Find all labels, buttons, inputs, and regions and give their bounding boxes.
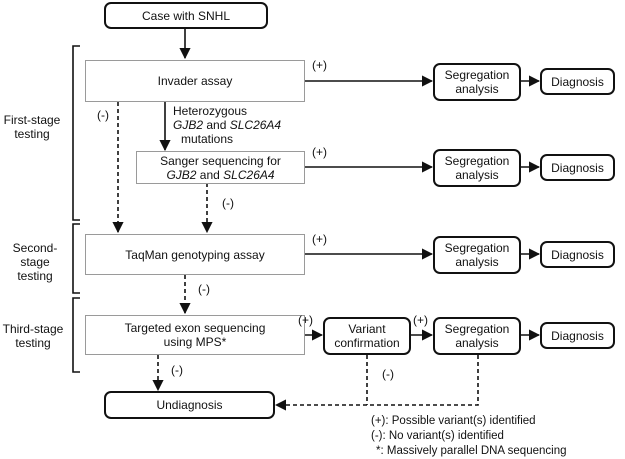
first-stage-bracket	[72, 45, 80, 221]
second-stage-bracket	[72, 223, 80, 294]
diagnosis-box-3: Diagnosis	[540, 241, 615, 268]
targeted-exon-sequencing-box: Targeted exon sequencing using MPS*	[85, 315, 305, 355]
minus-label-sanger: (-)	[222, 196, 234, 210]
case-with-snhl-box: Case with SNHL	[104, 2, 268, 29]
minus-label-targeted: (-)	[171, 363, 183, 377]
plus-label-taqman: (+)	[312, 232, 327, 246]
taqman-genotyping-box: TaqMan genotyping assay	[85, 234, 305, 275]
plus-label-targeted: (+)	[298, 313, 313, 327]
first-stage-label: First-stage testing	[3, 113, 61, 141]
invader-assay-box: Invader assay	[85, 60, 305, 102]
plus-label-variant: (+)	[413, 313, 428, 327]
undiagnosis-box: Undiagnosis	[104, 391, 275, 419]
segregation-analysis-box-4: Segregation analysis	[433, 317, 521, 355]
legend-minus: (-): No variant(s) identified	[371, 430, 504, 442]
minus-label-variant: (-)	[382, 367, 394, 381]
third-stage-label: Third-stage testing	[2, 322, 64, 350]
minus-label-taqman: (-)	[198, 282, 210, 296]
diagnosis-box-1: Diagnosis	[540, 68, 615, 95]
segregation-analysis-box-3: Segregation analysis	[433, 236, 521, 274]
segregation-analysis-box-1: Segregation analysis	[433, 63, 521, 101]
sanger-sequencing-box: Sanger sequencing for GJB2 and SLC26A4	[136, 151, 305, 184]
plus-label-invader: (+)	[312, 58, 327, 72]
heterozygous-mutations-label: Heterozygous GJB2 and SLC26A4 mutations	[173, 104, 282, 146]
legend-plus: (+): Possible variant(s) identified	[371, 415, 536, 427]
legend-star: *: Massively parallel DNA sequencing	[376, 445, 567, 457]
second-stage-label: Second-stage testing	[12, 241, 58, 283]
third-stage-bracket	[72, 297, 80, 373]
segregation-analysis-box-2: Segregation analysis	[433, 149, 521, 187]
minus-label-invader: (-)	[97, 108, 109, 122]
plus-label-sanger: (+)	[312, 145, 327, 159]
diagnosis-box-2: Diagnosis	[540, 154, 615, 181]
diagnosis-box-4: Diagnosis	[540, 322, 615, 349]
variant-confirmation-box: Variant confirmation	[323, 317, 411, 355]
dashed-seg4-to-undiagnosis	[274, 355, 479, 411]
